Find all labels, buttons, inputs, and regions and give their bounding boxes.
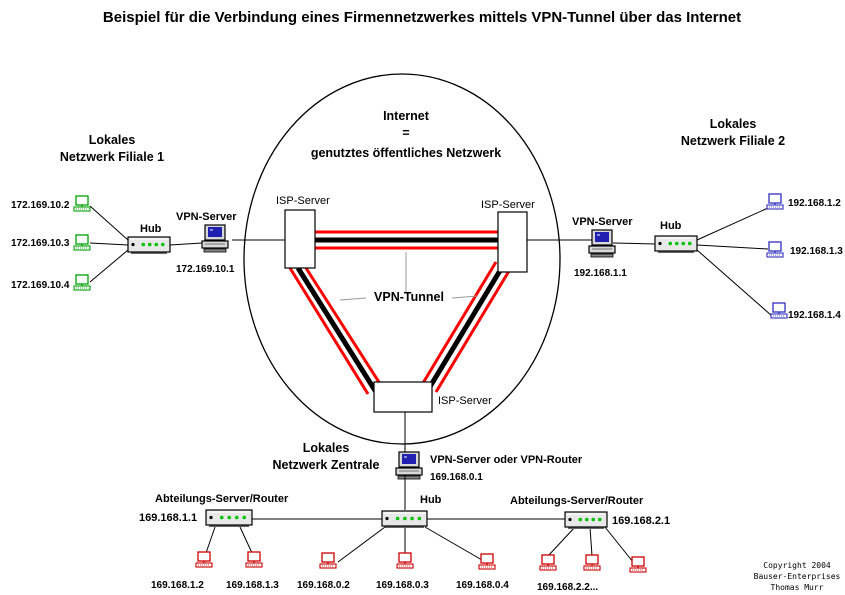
computer-icon: [73, 234, 91, 251]
filiale1-title-line2: Netzwerk Filiale 1: [60, 150, 164, 164]
filiale1-hub-label: Hub: [140, 223, 162, 235]
zentrale-left-router-ip: 169.168.1.1: [139, 512, 197, 524]
internet-label: Internet: [383, 109, 430, 123]
zentrale-vpn-ip: 169.168.0.1: [430, 472, 483, 483]
vpn-server-icon: [201, 224, 229, 253]
computer-icon: [629, 556, 647, 573]
computer-icon: [766, 241, 784, 258]
zentrale-title-line2: Netzwerk Zentrale: [273, 458, 380, 472]
isp-server-left: [284, 209, 316, 269]
filiale1-client-ip: 172.169.10.2: [11, 200, 70, 211]
zentrale-vpn-label: VPN-Server oder VPN-Router: [430, 454, 583, 466]
copyright-line2: Bauser-Enterprises: [754, 572, 841, 581]
filiale1-links: [89, 205, 203, 283]
tunnel-leader-left: [339, 297, 367, 301]
computer-icon: [319, 552, 337, 569]
isp-server-right: [497, 211, 528, 273]
hub-icon: [381, 510, 428, 528]
vpn-tunnel-right: [418, 261, 514, 393]
filiale1-vpn-ip: 172.169.10.1: [176, 264, 235, 275]
isp-server-bottom-label: ISP-Server: [438, 395, 492, 407]
computer-icon: [195, 551, 213, 568]
hub-icon: [654, 235, 698, 253]
zentrale-right-router-ip: 169.168.2.1: [612, 515, 670, 527]
vpn-tunnel-left: [288, 266, 386, 395]
computer-icon: [583, 554, 601, 571]
internet-subtitle: genutztes öffentliches Netzwerk: [311, 146, 501, 160]
zentrale-hub-label: Hub: [420, 494, 442, 506]
filiale2-vpn-label: VPN-Server: [572, 216, 633, 228]
zentrale-client-ip: 169.168.0.2: [297, 580, 350, 591]
zentrale-left-router-label: Abteilungs-Server/Router: [155, 493, 289, 505]
zentrale-client-ip: 169.168.1.3: [226, 580, 279, 591]
filiale2-title-line1: Lokales: [710, 117, 757, 131]
computer-icon: [478, 553, 496, 570]
filiale2-vpn-ip: 192.168.1.1: [574, 268, 627, 279]
computer-icon: [73, 195, 91, 212]
computer-icon: [539, 554, 557, 571]
zentrale-right-router-label: Abteilungs-Server/Router: [510, 495, 644, 507]
internet-equals: =: [402, 126, 409, 140]
filiale1-client-ip: 172.169.10.3: [11, 238, 70, 249]
filiale2-client-ip: 192.168.1.3: [790, 246, 843, 257]
computer-icon: [245, 551, 263, 568]
zentrale-client-ip: 169.168.0.3: [376, 580, 429, 591]
filiale1-vpn-label: VPN-Server: [176, 211, 237, 223]
router-icon: [205, 509, 253, 527]
isp-server-right-label: ISP-Server: [481, 199, 535, 211]
vpn-tunnel-label: VPN-Tunnel: [374, 290, 444, 304]
copyright-line3: Thomas Murr: [771, 583, 824, 592]
vpn-server-icon: [395, 451, 423, 480]
computer-icon: [770, 302, 788, 319]
vpn-tunnel-top: [315, 230, 498, 250]
filiale1-title-line1: Lokales: [89, 133, 136, 147]
zentrale-links: [205, 475, 634, 563]
computer-icon: [396, 552, 414, 569]
internet-ellipse: [243, 73, 561, 445]
router-icon: [564, 511, 608, 529]
isp-server-left-label: ISP-Server: [276, 195, 330, 207]
zentrale-title-line1: Lokales: [303, 441, 350, 455]
zentrale-client-ip: 169.168.0.4: [456, 580, 509, 591]
filiale2-client-ip: 192.168.1.2: [788, 198, 841, 209]
filiale2-title-line2: Netzwerk Filiale 2: [681, 134, 785, 148]
diagram-title: Beispiel für die Verbindung eines Firmen…: [103, 9, 741, 26]
filiale2-hub-label: Hub: [660, 220, 682, 232]
isp-server-bottom: [373, 381, 433, 413]
tunnel-leader-right: [451, 295, 479, 299]
computer-icon: [73, 274, 91, 291]
filiale2-links: [612, 207, 773, 317]
computer-icon: [766, 193, 784, 210]
filiale1-client-ip: 172.169.10.4: [11, 280, 70, 291]
vpn-server-icon: [588, 229, 616, 258]
zentrale-client-ip: 169.168.1.2: [151, 580, 204, 591]
hub-icon: [127, 236, 171, 254]
filiale2-client-ip: 192.168.1.4: [788, 310, 841, 321]
copyright-line1: Copyright 2004: [763, 561, 831, 570]
zentrale-client-ip: 169.168.2.2...: [537, 582, 598, 593]
